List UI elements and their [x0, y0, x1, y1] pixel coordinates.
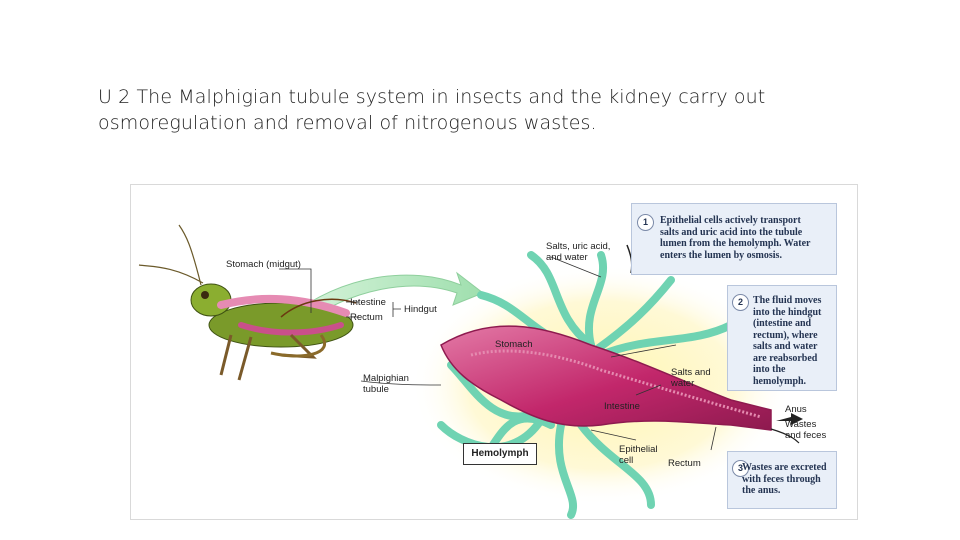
step-2-number: 2	[732, 294, 749, 311]
label-salts-uric-1: Salts, uric acid,	[546, 241, 610, 252]
label-epithelial-2: cell	[619, 455, 633, 466]
step-1-line-4: enters the lumen by osmosis.	[660, 249, 782, 261]
label-salts-uric-2: and water	[546, 252, 588, 263]
label-hindgut: Hindgut	[404, 304, 437, 315]
step-3-line-1: Wastes are excreted	[742, 462, 827, 473]
heading-line-1: U 2 The Malphigian tubule system in inse…	[98, 86, 766, 108]
label-epithelial-1: Epithelial	[619, 444, 658, 455]
label-anus: Anus	[785, 404, 807, 415]
label-malpighian: Malpighian	[363, 373, 409, 384]
slide-heading: U 2 The Malphigian tubule system in inse…	[98, 84, 798, 136]
step-2-line-2: into the hindgut	[753, 306, 822, 318]
label-rectum-left: Rectum	[350, 312, 383, 323]
label-salts-2: water	[670, 378, 694, 389]
step-2-line-1: The fluid moves	[753, 295, 822, 306]
label-intestine-center: Intestine	[604, 401, 640, 412]
step-2-line-5: salts and water	[753, 341, 818, 352]
step-1-line-1: Epithelial cells actively transport	[660, 215, 801, 226]
malpighian-diagram: Stomach (midgut) Intestine Rectum Hindgu…	[130, 184, 858, 520]
step-2-line-4: rectum), where	[753, 329, 818, 341]
step-1-number: 1	[637, 214, 654, 231]
step-1-box: 1 Epithelial cells actively transport sa…	[631, 203, 837, 275]
step-3-line-3: the anus.	[742, 485, 781, 496]
step-2-line-8: hemolymph.	[753, 375, 807, 387]
step-2-line-7: into the	[753, 364, 786, 375]
label-stomach-midgut: Stomach (midgut)	[226, 259, 301, 270]
step-2-box: 2 The fluid moves into the hindgut (inte…	[727, 285, 837, 391]
step-2-line-6: are reabsorbed	[753, 352, 818, 364]
step-1-line-3: lumen from the hemolymph. Water	[660, 238, 811, 249]
label-wastes-2: and feces	[785, 430, 826, 441]
grasshopper-illustration	[138, 224, 357, 381]
step-1-line-2: salts and uric acid into the tubule	[660, 226, 803, 238]
label-wastes-1: Wastes	[785, 419, 817, 430]
step-3-number: 3	[732, 460, 749, 477]
anus-arrow	[776, 413, 803, 425]
hemolymph-label-box: Hemolymph	[463, 443, 537, 465]
heading-line-2: osmoregulation and removal of nitrogenou…	[98, 112, 597, 134]
label-tubule: tubule	[363, 384, 389, 395]
label-leader-lines	[279, 256, 717, 451]
label-rectum-bottom: Rectum	[668, 458, 701, 469]
step-2-line-3: (intestine and	[753, 318, 812, 329]
step-3-line-2: with feces through	[742, 473, 821, 485]
wastes-arrow	[770, 428, 800, 444]
label-stomach: Stomach	[495, 339, 533, 350]
label-intestine: Intestine	[350, 297, 386, 308]
step-3-box: 3 Wastes are excreted with feces through…	[727, 451, 837, 509]
label-salts-1: Salts and	[671, 367, 711, 378]
zoom-arrow	[288, 271, 485, 326]
